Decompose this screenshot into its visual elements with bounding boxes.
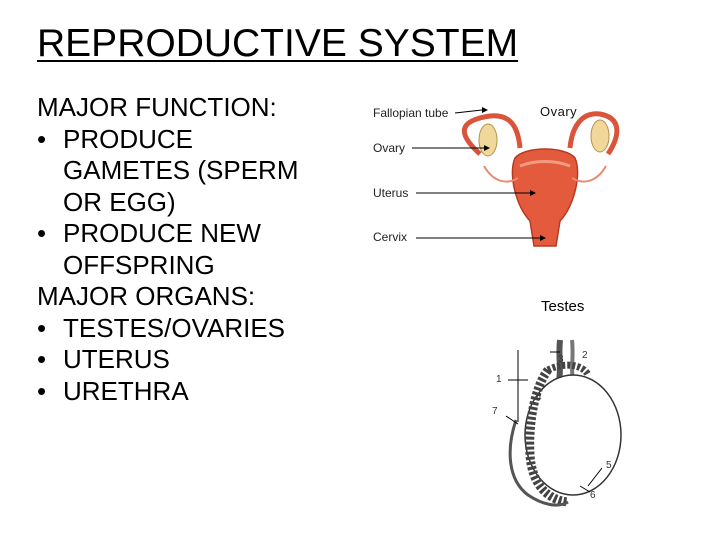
bullet-line: PRODUCE NEW — [63, 218, 261, 248]
bullet-line: GAMETES (SPERM — [63, 155, 299, 185]
label-number: 5 — [606, 460, 612, 471]
right-ovary-shape — [590, 119, 610, 153]
testis-figure: 1 2 3 4 5 6 7 — [488, 339, 628, 520]
organ-bullet: • UTERUS — [37, 344, 337, 376]
bullet-dot: • — [37, 344, 47, 374]
label-number: 1 — [496, 374, 502, 385]
testis-illustration — [505, 339, 622, 507]
leader-line — [579, 485, 591, 493]
bullet-line: OFFSPRING — [63, 249, 215, 280]
leader-fallopian — [454, 109, 483, 114]
figure-caption-ovary: Ovary — [540, 104, 578, 119]
slide-body: MAJOR FUNCTION: • PRODUCE GAMETES (SPERM… — [37, 92, 337, 407]
organ-label: UTERUS — [63, 344, 170, 374]
label-number: 4 — [536, 392, 542, 403]
right-tube-shape — [567, 111, 620, 156]
function-bullet: • PRODUCE NEW OFFSPRING — [37, 218, 337, 281]
ligament-shape — [483, 165, 519, 183]
bullet-line: OR EGG) — [63, 186, 176, 217]
arrowhead — [482, 107, 488, 113]
organ-bullet: • TESTES/OVARIES — [37, 313, 337, 345]
label-ovary: Ovary — [373, 141, 406, 155]
uterus-highlight — [519, 160, 571, 168]
label-number: 7 — [492, 406, 498, 417]
leader-line — [587, 467, 603, 487]
slide-title: REPRODUCTIVE SYSTEM — [37, 22, 519, 65]
uterus-illustration — [412, 107, 620, 247]
label-cervix: Cervix — [373, 230, 408, 244]
epididymis-head — [546, 361, 592, 377]
label-number: 6 — [590, 490, 596, 501]
arrowhead — [484, 145, 490, 151]
bullet-line: PRODUCE — [63, 123, 194, 154]
arrowhead — [540, 235, 546, 241]
figure-caption-testes: Testes — [541, 298, 585, 315]
vas-deferens — [508, 419, 569, 507]
left-tube-shape — [461, 113, 523, 156]
epididymis-shape — [525, 367, 569, 507]
label-number: 3 — [558, 354, 564, 365]
arrowhead — [530, 190, 536, 196]
bullet-dot: • — [37, 123, 47, 154]
ligament-shape — [571, 165, 607, 183]
leader-line — [505, 415, 519, 425]
female-reproductive-figure: Fallopian tube Ovary Uterus Cervix Ovary — [360, 96, 620, 276]
function-bullet: • PRODUCE GAMETES (SPERM OR EGG) — [37, 124, 337, 219]
label-fallopian-tube: Fallopian tube — [373, 106, 449, 120]
function-heading: MAJOR FUNCTION: — [37, 92, 277, 122]
testis-shape — [524, 374, 622, 496]
organ-bullet: • URETHRA — [37, 376, 337, 408]
organ-label: URETHRA — [63, 375, 189, 406]
left-ovary-shape — [478, 123, 498, 157]
bullet-dot: • — [37, 375, 47, 406]
organ-label: TESTES/OVARIES — [63, 312, 286, 343]
label-uterus: Uterus — [373, 186, 409, 200]
label-number: 2 — [582, 350, 588, 361]
bullet-dot: • — [37, 218, 47, 248]
organs-heading: MAJOR ORGANS: — [37, 281, 256, 311]
uterus-shape — [511, 148, 579, 247]
bullet-dot: • — [37, 312, 47, 343]
